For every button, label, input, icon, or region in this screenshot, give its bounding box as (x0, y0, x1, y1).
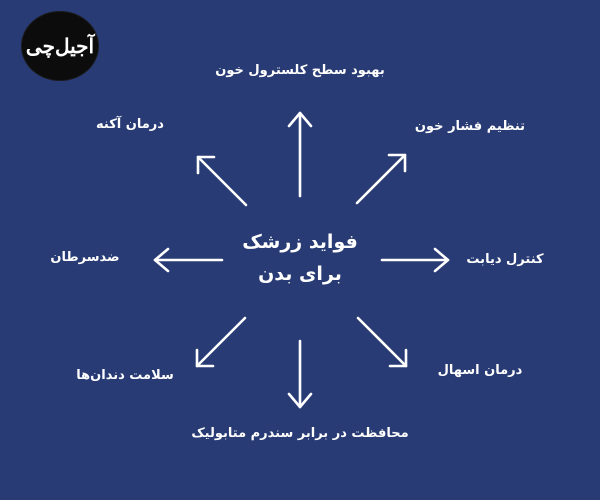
arrow-up-icon (287, 111, 313, 198)
arrow-up-left-icon (196, 155, 248, 207)
benefit-metabolic-syndrome: محافظت در برابر سندرم متابولیک (191, 426, 409, 441)
arrow-down-right-icon (356, 316, 408, 368)
arrow-up-right-icon (355, 153, 407, 205)
center-title: فواید زرشک برای بدن (210, 226, 390, 290)
benefit-teeth: سلامت دندان‌ها (76, 368, 174, 383)
benefit-blood-pressure: تنظیم فشار خون (414, 119, 526, 134)
center-title-line1: فواید زرشک (242, 231, 358, 253)
benefit-anticancer: ضدسرطان (50, 250, 120, 265)
benefit-acne: درمان آکنه (96, 117, 164, 132)
arrow-right-icon (380, 247, 450, 273)
brand-logo: آجیل‌چی (22, 12, 98, 80)
benefit-diabetes: کنترل دیابت (466, 252, 544, 267)
arrow-down-left-icon (195, 316, 247, 368)
benefit-cholesterol: بهبود سطح کلسترول خون (215, 63, 385, 78)
center-title-line2: برای بدن (258, 263, 342, 285)
benefit-diarrhea: درمان اسهال (437, 363, 523, 378)
arrow-left-icon (153, 247, 224, 273)
logo-text: آجیل‌چی (25, 34, 95, 58)
arrow-down-icon (287, 339, 313, 409)
